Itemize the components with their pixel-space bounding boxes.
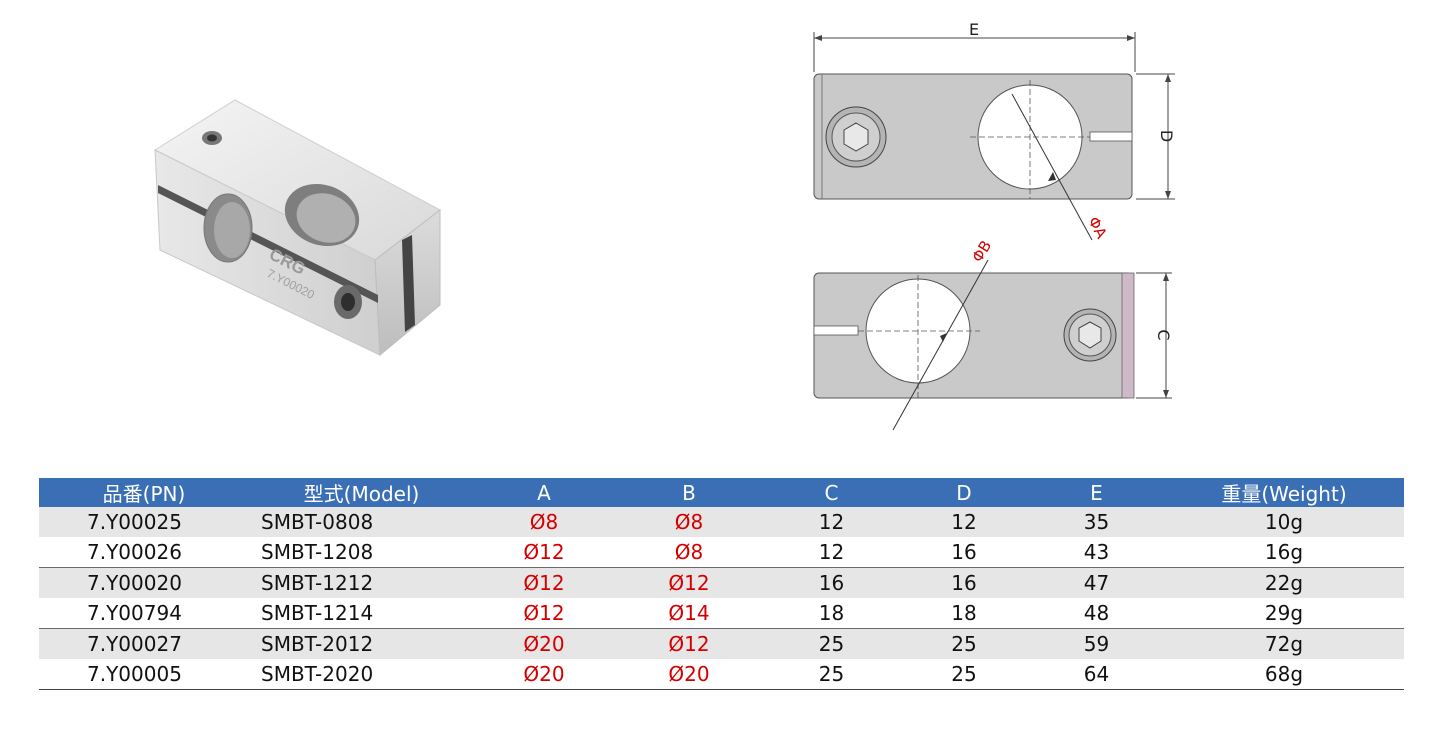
cell-a: Ø12 xyxy=(474,598,614,629)
cell-c: 12 xyxy=(764,507,899,537)
cell-weight: 22g xyxy=(1164,567,1404,598)
cell-pn: 7.Y00020 xyxy=(39,567,249,598)
product-photo: CRG 7.Y00020 xyxy=(153,99,441,357)
header-e: E xyxy=(1029,478,1164,507)
cell-weight: 29g xyxy=(1164,598,1404,629)
table-row: 7.Y00020 SMBT-1212 Ø12 Ø12 16 16 47 22g xyxy=(39,567,1404,598)
cell-c: 25 xyxy=(764,628,899,659)
cell-e: 47 xyxy=(1029,567,1164,598)
cell-d: 18 xyxy=(899,598,1029,629)
cell-d: 16 xyxy=(899,567,1029,598)
cell-d: 16 xyxy=(899,537,1029,568)
cell-e: 35 xyxy=(1029,507,1164,537)
cell-weight: 68g xyxy=(1164,659,1404,690)
cell-b: Ø8 xyxy=(614,507,764,537)
cell-b: Ø12 xyxy=(614,628,764,659)
cell-b: Ø14 xyxy=(614,598,764,629)
cell-weight: 72g xyxy=(1164,628,1404,659)
cell-c: 16 xyxy=(764,567,899,598)
cell-c: 18 xyxy=(764,598,899,629)
cell-pn: 7.Y00027 xyxy=(39,628,249,659)
dim-label-d: D xyxy=(1157,130,1176,142)
cell-c: 25 xyxy=(764,659,899,690)
cell-pn: 7.Y00794 xyxy=(39,598,249,629)
header-weight: 重量(Weight) xyxy=(1164,478,1404,507)
dim-label-e: E xyxy=(969,20,979,39)
dim-label-a: ΦA xyxy=(1084,214,1111,243)
header-d: D xyxy=(899,478,1029,507)
table-header-row: 品番(PN) 型式(Model) A B C D E 重量(Weight) xyxy=(39,478,1404,507)
header-b: B xyxy=(614,478,764,507)
header-a: A xyxy=(474,478,614,507)
table-row: 7.Y00025 SMBT-0808 Ø8 Ø8 12 12 35 10g xyxy=(39,507,1404,537)
cell-weight: 10g xyxy=(1164,507,1404,537)
spec-table: 品番(PN) 型式(Model) A B C D E 重量(Weight) 7.… xyxy=(39,478,1404,690)
cell-c: 12 xyxy=(764,537,899,568)
cell-model: SMBT-1212 xyxy=(249,567,474,598)
cell-a: Ø12 xyxy=(474,537,614,568)
table-row: 7.Y00794 SMBT-1214 Ø12 Ø14 18 18 48 29g xyxy=(39,598,1404,629)
cell-model: SMBT-2020 xyxy=(249,659,474,690)
cell-e: 43 xyxy=(1029,537,1164,568)
cell-pn: 7.Y00025 xyxy=(39,507,249,537)
cell-pn: 7.Y00026 xyxy=(39,537,249,568)
cell-model: SMBT-0808 xyxy=(249,507,474,537)
cell-pn: 7.Y00005 xyxy=(39,659,249,690)
cell-d: 25 xyxy=(899,659,1029,690)
header-pn: 品番(PN) xyxy=(39,478,249,507)
cell-a: Ø8 xyxy=(474,507,614,537)
cell-model: SMBT-1214 xyxy=(249,598,474,629)
table-row: 7.Y00005 SMBT-2020 Ø20 Ø20 25 25 64 68g xyxy=(39,659,1404,690)
dim-label-b: ΦB xyxy=(968,237,995,265)
cell-e: 48 xyxy=(1029,598,1164,629)
cell-a: Ø12 xyxy=(474,567,614,598)
cell-e: 64 xyxy=(1029,659,1164,690)
cell-b: Ø20 xyxy=(614,659,764,690)
header-c: C xyxy=(764,478,899,507)
table-row: 7.Y00026 SMBT-1208 Ø12 Ø8 12 16 43 16g xyxy=(39,537,1404,568)
header-model: 型式(Model) xyxy=(249,478,474,507)
cell-model: SMBT-2012 xyxy=(249,628,474,659)
dim-label-c: C xyxy=(1154,329,1173,340)
cell-model: SMBT-1208 xyxy=(249,537,474,568)
dimension-drawing: E D ΦA C ΦB xyxy=(813,20,1176,431)
cell-b: Ø12 xyxy=(614,567,764,598)
cell-b: Ø8 xyxy=(614,537,764,568)
cell-e: 59 xyxy=(1029,628,1164,659)
cell-d: 25 xyxy=(899,628,1029,659)
cell-weight: 16g xyxy=(1164,537,1404,568)
cell-a: Ø20 xyxy=(474,628,614,659)
cell-a: Ø20 xyxy=(474,659,614,690)
table-row: 7.Y00027 SMBT-2012 Ø20 Ø12 25 25 59 72g xyxy=(39,628,1404,659)
cell-d: 12 xyxy=(899,507,1029,537)
